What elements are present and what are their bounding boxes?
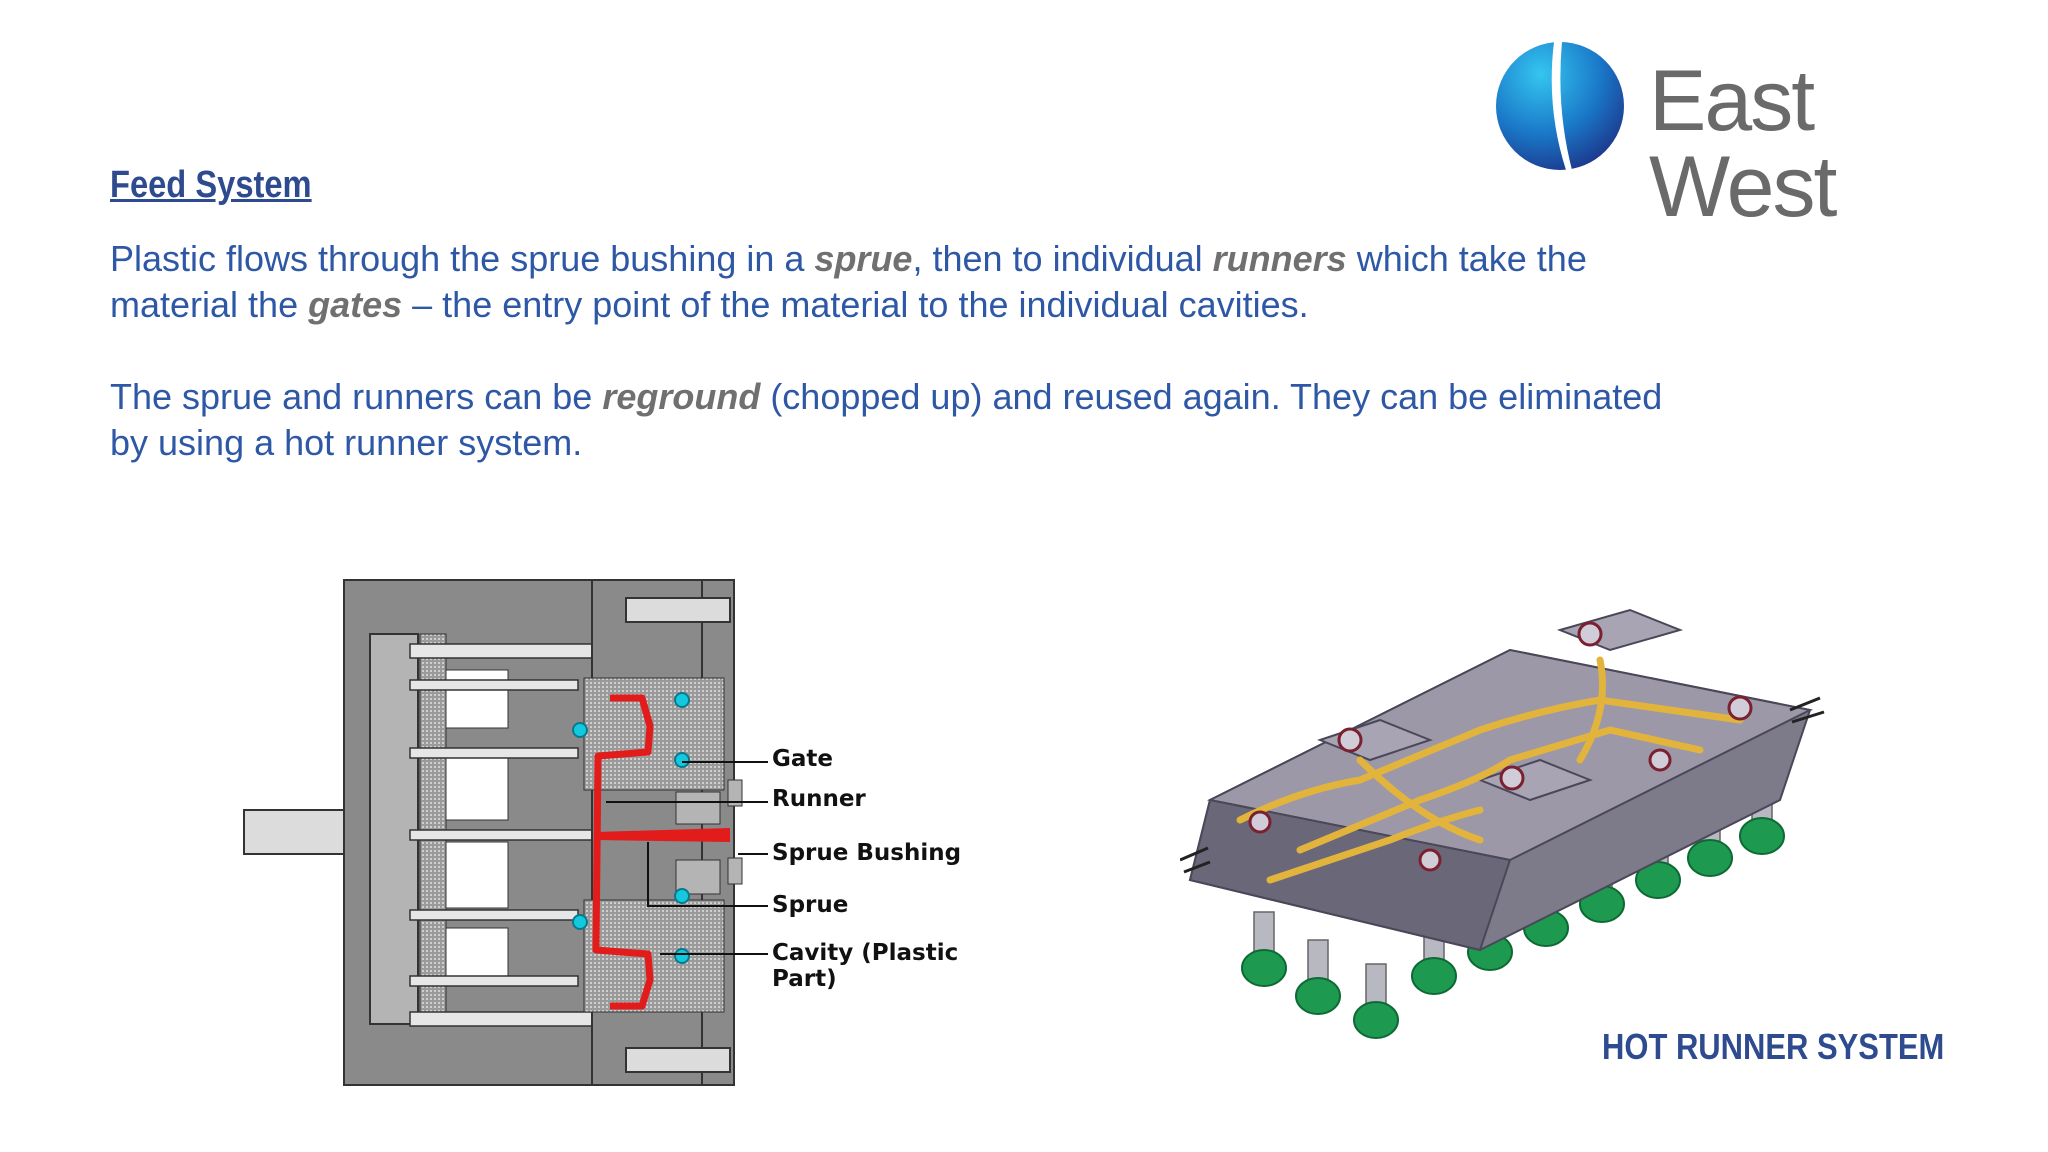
paragraph-text: (chopped up) and reused again. They can … <box>110 376 1663 463</box>
hot-runner-illustration <box>1179 590 1840 1070</box>
emphasis-sprue: sprue <box>814 238 913 279</box>
emphasis-gates: gates <box>308 284 403 325</box>
label-runner: Runner <box>772 786 866 812</box>
paragraph-text: which take the material the <box>110 238 1587 325</box>
logo-wordmark: East West <box>1649 53 1837 235</box>
paragraph-feed-flow: Plastic flows through the sprue bushing … <box>110 236 1670 328</box>
emphasis-reground: reground <box>602 376 761 417</box>
page-title: Feed System <box>110 164 312 206</box>
east-west-logo: East West <box>1496 38 2016 230</box>
emphasis-runners: runners <box>1212 238 1347 279</box>
paragraph-text: , then to individual <box>912 238 1213 279</box>
mold-feed-diagram: Gate Runner Sprue Bushing Sprue Cavity (… <box>230 570 1030 1090</box>
paragraph-text: The sprue and runners can be <box>110 376 603 417</box>
hot-runner-caption: HOT RUNNER SYSTEM <box>1602 1026 1945 1067</box>
paragraph-regrind: The sprue and runners can be reground (c… <box>110 374 1670 466</box>
label-sprue-bushing: Sprue Bushing <box>772 840 962 866</box>
label-cavity: Cavity (Plastic Part) <box>772 940 959 992</box>
label-gate: Gate <box>772 746 833 772</box>
paragraph-text: – the entry point of the material to the… <box>402 284 1309 325</box>
paragraph-text: Plastic flows through the sprue bushing … <box>110 238 815 279</box>
label-sprue: Sprue <box>772 892 849 918</box>
globe-logo-icon <box>1496 42 1624 170</box>
